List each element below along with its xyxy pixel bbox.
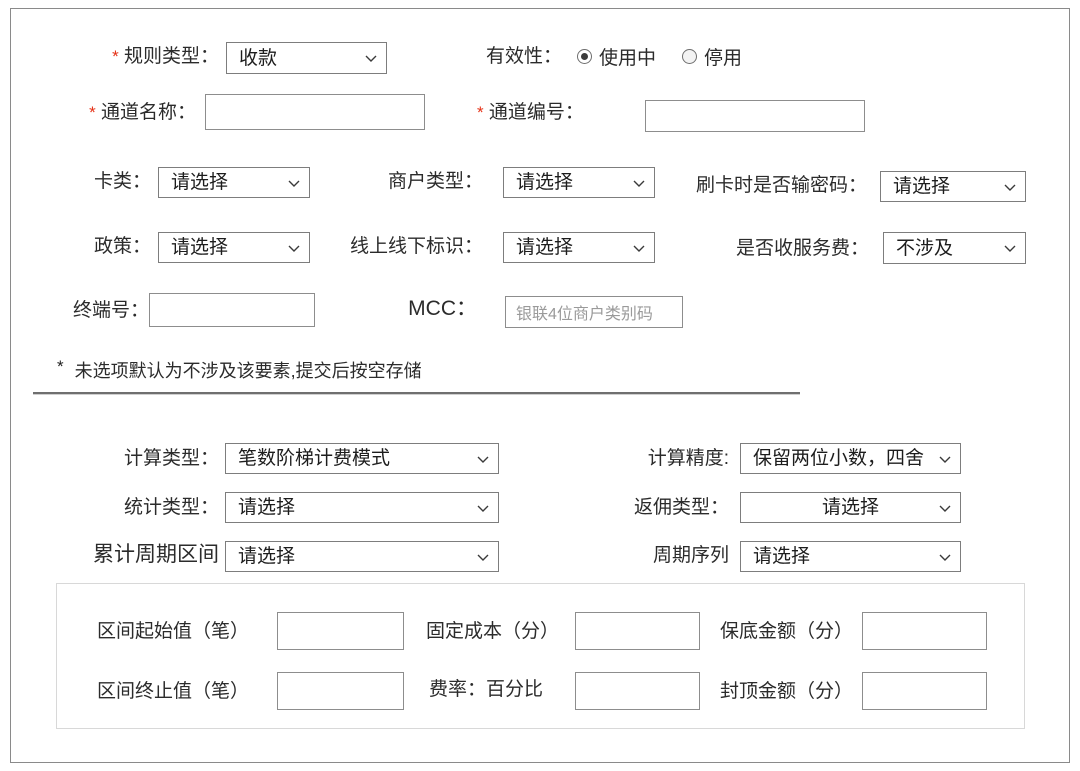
validity-radio-disabled[interactable]: 停用 <box>682 43 742 70</box>
validity-radio-group[interactable]: 使用中 停用 <box>577 43 768 70</box>
section-divider <box>33 392 800 395</box>
service-fee-label: 是否收服务费： <box>735 238 869 259</box>
online-offline-select[interactable]: 请选择 <box>503 232 655 263</box>
chevron-down-icon <box>476 501 489 513</box>
online-offline-label: 线上线下标识： <box>349 236 483 257</box>
channel-name-label-text: 通道名称： <box>100 102 196 123</box>
range-end-label: 区间终止值（笔） <box>97 681 250 702</box>
channel-code-label: * 通道编号： <box>477 101 584 125</box>
radio-dot-selected-icon <box>577 49 592 64</box>
form-page: * 规则类型： 收款 有效性： 使用中 停用 * 通道名称： * 通道编号： 卡… <box>10 8 1070 763</box>
max-amount-input[interactable] <box>862 672 987 710</box>
required-asterisk: * <box>112 47 119 66</box>
validity-label: 有效性： <box>486 46 563 67</box>
range-start-input[interactable] <box>277 612 404 650</box>
fixed-cost-input[interactable] <box>575 612 700 650</box>
calc-precision-value: 保留两位小数，四舍 <box>753 448 925 469</box>
required-asterisk: * <box>89 103 96 122</box>
validity-radio-active[interactable]: 使用中 <box>577 43 656 70</box>
terminal-no-input[interactable] <box>149 293 315 327</box>
chevron-down-icon <box>632 176 645 188</box>
calc-type-value: 笔数阶梯计费模式 <box>238 448 391 469</box>
chevron-down-icon <box>938 501 951 513</box>
stat-type-label: 统计类型： <box>123 497 219 518</box>
stat-type-value: 请选择 <box>238 497 296 518</box>
validity-radio-active-label: 使用中 <box>599 48 657 69</box>
rule-type-label: * 规则类型： <box>41 45 219 69</box>
chevron-down-icon <box>1003 241 1016 253</box>
calc-type-select[interactable]: 笔数阶梯计费模式 <box>225 443 499 474</box>
chevron-down-icon <box>938 452 951 464</box>
min-amount-label: 保底金额（分） <box>720 621 854 642</box>
required-asterisk: * <box>477 103 484 122</box>
merchant-type-value: 请选择 <box>516 172 574 193</box>
stat-type-select[interactable]: 请选择 <box>225 492 499 523</box>
card-type-select[interactable]: 请选择 <box>158 167 310 198</box>
cycle-range-value: 请选择 <box>238 546 296 567</box>
fixed-cost-label: 固定成本（分） <box>426 621 560 642</box>
hint-text: 未选项默认为不涉及该要素,提交后按空存储 <box>74 361 422 381</box>
cycle-range-label: 累计周期区间 <box>93 543 219 566</box>
calc-precision-select[interactable]: 保留两位小数，四舍 <box>740 443 961 474</box>
mcc-placeholder: 银联4位商户类别码 <box>516 306 653 323</box>
calc-type-label: 计算类型： <box>123 448 219 469</box>
chevron-down-icon <box>287 241 300 253</box>
rebate-type-label: 返佣类型： <box>633 497 729 518</box>
chevron-down-icon <box>287 176 300 188</box>
hint-asterisk: * <box>57 357 64 376</box>
form-hint: * 未选项默认为不涉及该要素,提交后按空存储 <box>57 357 422 383</box>
cycle-sequence-select[interactable]: 请选择 <box>740 541 961 572</box>
rule-type-value: 收款 <box>239 47 278 69</box>
terminal-no-label: 终端号： <box>72 300 149 321</box>
rate-percent-input[interactable] <box>575 672 700 710</box>
chevron-down-icon <box>476 550 489 562</box>
cycle-sequence-value: 请选择 <box>753 546 811 567</box>
merchant-type-select[interactable]: 请选择 <box>503 167 655 198</box>
range-end-input[interactable] <box>277 672 404 710</box>
pin-required-select[interactable]: 请选择 <box>880 171 1026 202</box>
channel-code-input[interactable] <box>645 100 865 132</box>
calc-precision-label: 计算精度: <box>647 448 729 469</box>
card-type-value: 请选择 <box>171 172 229 193</box>
range-start-label: 区间起始值（笔） <box>97 621 250 642</box>
mcc-label: MCC： <box>408 297 477 320</box>
chevron-down-icon <box>1003 180 1016 192</box>
rebate-type-select[interactable]: 请选择 <box>740 492 961 523</box>
policy-label: 政策： <box>93 236 151 257</box>
rate-percent-label: 费率：百分比 <box>429 679 544 700</box>
tier-panel: 区间起始值（笔） 固定成本（分） 保底金额（分） 区间终止值（笔） 费率：百分比… <box>56 583 1025 729</box>
pin-required-value: 请选择 <box>893 176 951 197</box>
validity-radio-disabled-label: 停用 <box>704 48 743 69</box>
service-fee-select[interactable]: 不涉及 <box>883 232 1026 264</box>
cycle-range-select[interactable]: 请选择 <box>225 541 499 572</box>
min-amount-input[interactable] <box>862 612 987 650</box>
policy-select[interactable]: 请选择 <box>158 232 310 263</box>
policy-value: 请选择 <box>171 237 229 258</box>
channel-name-label: * 通道名称： <box>41 101 196 125</box>
rule-type-label-text: 规则类型： <box>123 46 219 67</box>
cycle-sequence-label: 周期序列 <box>652 545 729 566</box>
chevron-down-icon <box>364 51 377 63</box>
card-type-label: 卡类： <box>93 171 151 192</box>
radio-dot-icon <box>682 49 698 64</box>
chevron-down-icon <box>632 241 645 253</box>
service-fee-value: 不涉及 <box>896 237 954 259</box>
rule-type-select[interactable]: 收款 <box>226 42 387 74</box>
pin-required-label: 刷卡时是否输密码： <box>695 175 867 196</box>
channel-name-input[interactable] <box>205 94 425 130</box>
online-offline-value: 请选择 <box>516 237 574 258</box>
chevron-down-icon <box>476 452 489 464</box>
mcc-input[interactable]: 银联4位商户类别码 <box>505 296 683 328</box>
chevron-down-icon <box>938 550 951 562</box>
merchant-type-label: 商户类型： <box>387 171 483 192</box>
rebate-type-value: 请选择 <box>821 497 879 518</box>
max-amount-label: 封顶金额（分） <box>720 681 854 702</box>
channel-code-label-text: 通道编号： <box>488 102 584 123</box>
